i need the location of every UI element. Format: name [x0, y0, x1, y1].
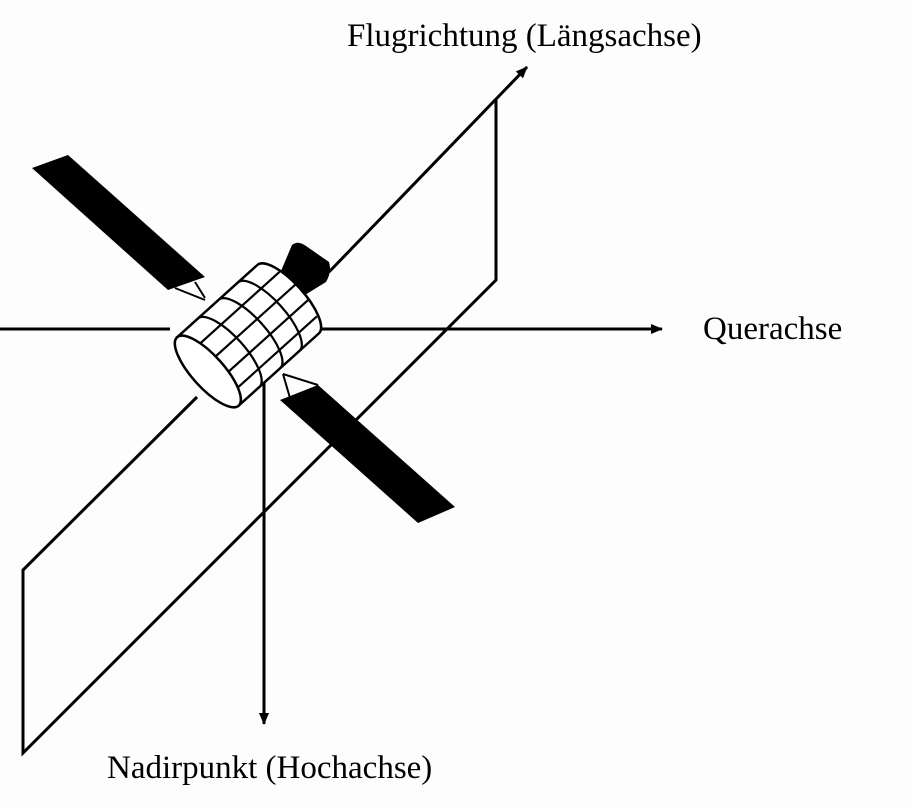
satellite-body [173, 262, 323, 409]
cross-axis-label: Querachse [703, 311, 843, 347]
orbit-plane [21, 100, 498, 757]
longitudinal-axis-arrow [327, 65, 529, 274]
flight-direction-label: Flugrichtung (Längsachse) [347, 18, 702, 54]
nadir-label: Nadirpunkt (Hochachse) [107, 750, 433, 786]
panel-struts [174, 281, 319, 399]
solar-panel-lower [280, 385, 455, 523]
solar-panel-upper [32, 155, 205, 290]
